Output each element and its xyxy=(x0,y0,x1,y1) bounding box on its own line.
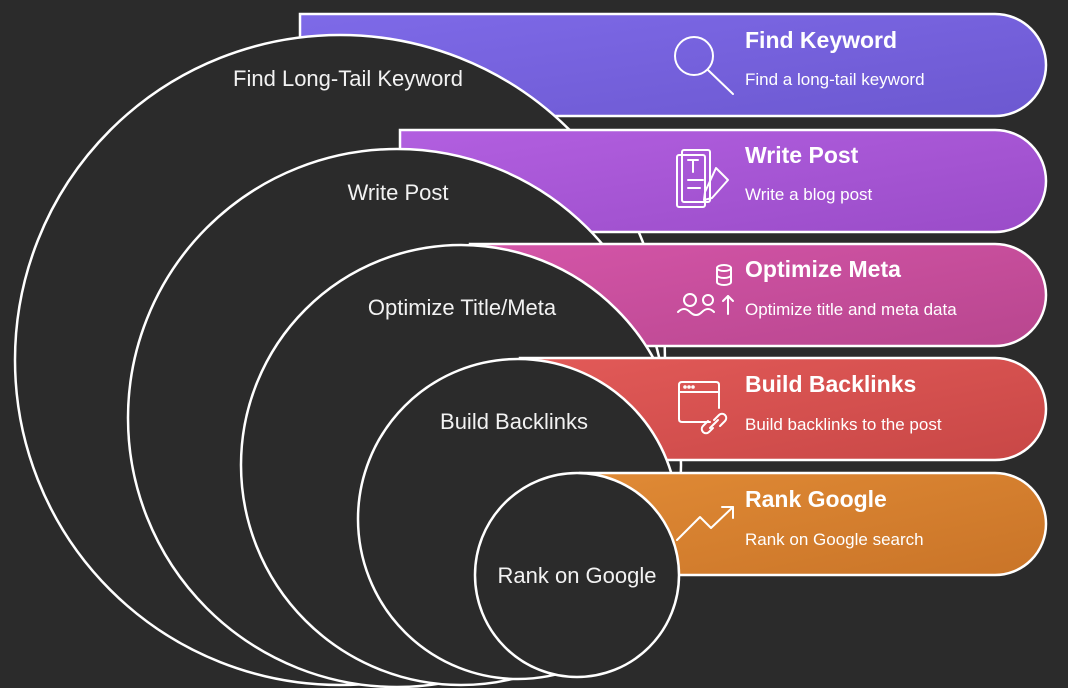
document-edit-icon xyxy=(676,149,729,208)
database-optimize-icon xyxy=(677,264,734,316)
circle-label-4: Build Backlinks xyxy=(440,409,588,434)
trending-up-icon xyxy=(676,506,734,541)
band-desc-5: Rank on Google search xyxy=(745,530,924,549)
band-desc-1: Find a long-tail keyword xyxy=(745,70,925,89)
band-desc-2: Write a blog post xyxy=(745,185,873,204)
circle-label-3: Optimize Title/Meta xyxy=(368,295,557,320)
circle-label-1: Find Long-Tail Keyword xyxy=(233,66,463,91)
band-rank-google xyxy=(578,471,1048,577)
circle-rank-on-google xyxy=(473,471,681,679)
band-title-4: Build Backlinks xyxy=(745,371,916,397)
band-desc-3: Optimize title and meta data xyxy=(745,300,957,319)
search-icon xyxy=(674,36,734,95)
browser-link-icon xyxy=(678,381,728,435)
band-desc-4: Build backlinks to the post xyxy=(745,415,942,434)
band-title-2: Write Post xyxy=(745,142,859,168)
circle-label-2: Write Post xyxy=(347,180,448,205)
band-title-5: Rank Google xyxy=(745,486,887,512)
band-title-3: Optimize Meta xyxy=(745,256,901,282)
circle-label-5: Rank on Google xyxy=(498,563,657,588)
level-5: Rank on Google Rank Google Rank on Googl… xyxy=(473,471,1048,679)
band-title-1: Find Keyword xyxy=(745,27,897,53)
